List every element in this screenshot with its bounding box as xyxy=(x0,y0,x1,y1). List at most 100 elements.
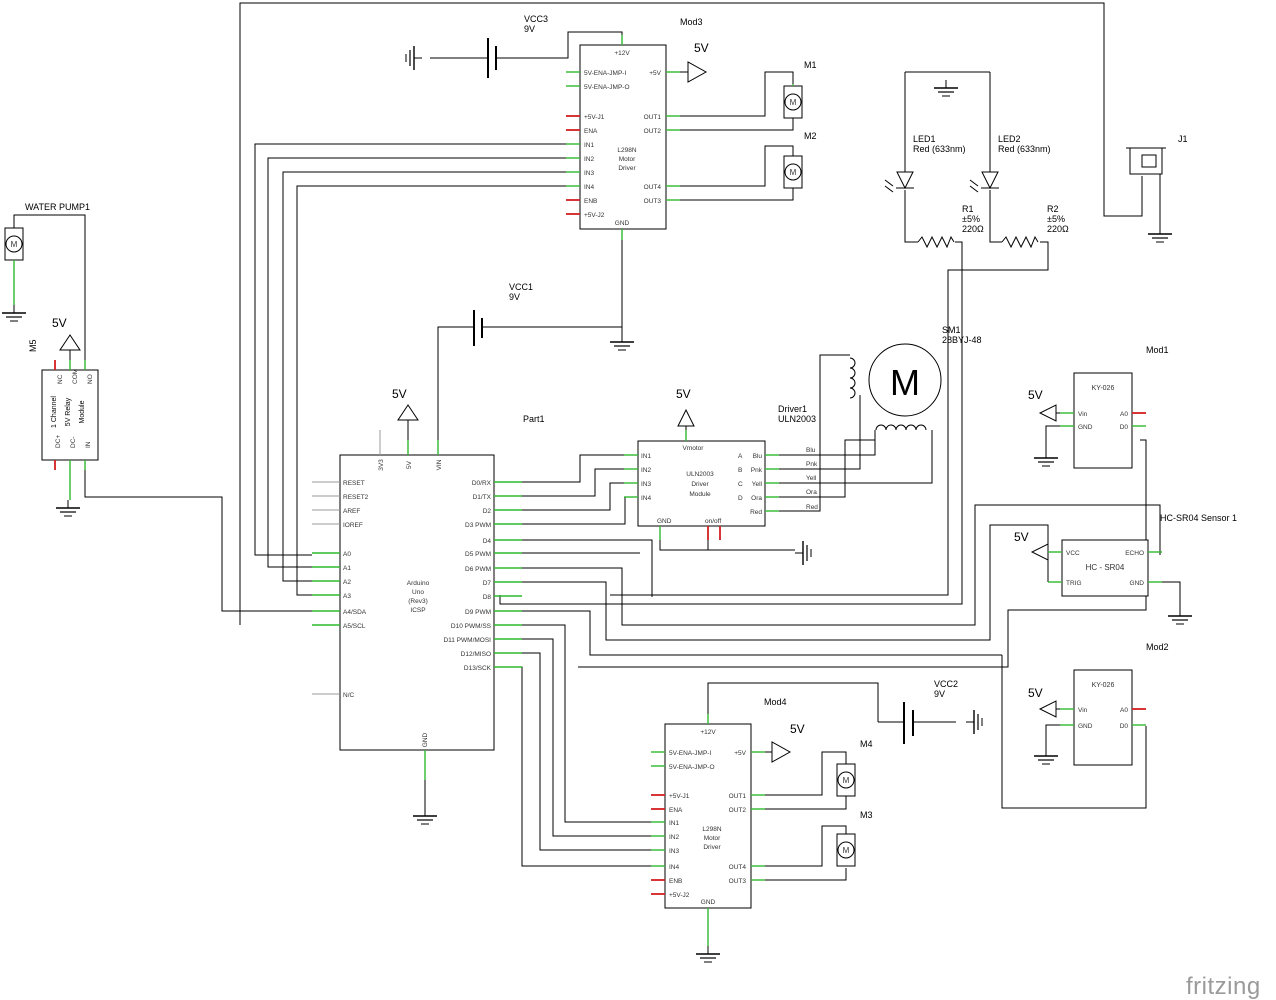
pin-label: OUT3 xyxy=(644,198,662,205)
pin-label: IN1 xyxy=(669,820,680,827)
r1-value: 220Ω xyxy=(962,224,984,234)
pin-label: +12V xyxy=(614,50,630,57)
hcsr04-label: HC-SR04 Sensor 1 xyxy=(1160,513,1237,523)
battery-vcc1 xyxy=(460,310,510,346)
resistors xyxy=(917,236,1039,248)
five-v-label: 5V xyxy=(1028,686,1043,700)
sm1-model: 28BYJ-48 xyxy=(942,335,982,345)
pin-label: Vin xyxy=(1078,411,1088,418)
wire-label: Red xyxy=(806,504,818,511)
pin-label: 5V-ENA-JMP-O xyxy=(584,84,630,91)
pin-label: D1/TX xyxy=(473,494,492,501)
l298n-mod4: +12V GND 5V-ENA-JMP-I 5V-ENA-JMP-O +5V-J… xyxy=(651,714,765,946)
pin-label: ENA xyxy=(584,128,598,135)
pin-label: Ora xyxy=(751,495,762,502)
pin-label: GND xyxy=(1130,580,1145,587)
r1-tolerance: ±5% xyxy=(962,214,980,224)
sm1-label: SM1 xyxy=(942,325,961,335)
pin-label: COM xyxy=(72,369,79,384)
j1-connector xyxy=(1126,147,1166,226)
pin-label: D13/SCK xyxy=(464,665,492,672)
pin-label: A0 xyxy=(343,551,351,558)
pin-label: GND xyxy=(1078,424,1093,431)
pin-label: IN4 xyxy=(641,495,652,502)
wires xyxy=(13,2,1181,881)
wire-label: Blu xyxy=(806,447,816,454)
wire-label: Yell xyxy=(806,475,817,482)
pin-label: DC+ xyxy=(55,435,62,448)
pin-label: NC xyxy=(57,374,64,384)
pin-label: ENB xyxy=(584,198,597,205)
pin-label: A5/SCL xyxy=(343,623,366,630)
pin-label: A0 xyxy=(1120,411,1128,418)
pin-letter: C xyxy=(738,481,743,488)
pin-label: on/off xyxy=(705,518,721,525)
r2-label: R2 xyxy=(1047,204,1059,214)
five-v-label: 5V xyxy=(1014,530,1029,544)
j1-label: J1 xyxy=(1178,134,1188,144)
m2-label: M2 xyxy=(804,131,817,141)
pin-label: D12/MISO xyxy=(461,651,491,658)
m5-label: M5 xyxy=(28,339,38,352)
pin-label: VIN xyxy=(436,459,443,470)
pin-label: +5V-J1 xyxy=(669,793,690,800)
pin-label: IN2 xyxy=(641,467,652,474)
leds xyxy=(884,171,999,193)
pin-label: NO xyxy=(87,374,94,384)
pin-label: Vin xyxy=(1078,707,1088,714)
pin-label: D6 PWM xyxy=(465,566,491,573)
pin-label: IOREF xyxy=(343,522,363,529)
chip-title: (Rev3) xyxy=(408,598,428,605)
pin-label: OUT2 xyxy=(644,128,662,135)
pin-label: Pnk xyxy=(751,467,763,474)
chip-title: Arduino xyxy=(407,580,430,587)
led1-label: LED1 xyxy=(913,134,936,144)
pin-label: OUT3 xyxy=(729,878,747,885)
component-labels: Mod3 VCC3 9V 5V M1 M2 LED1 Red (633nm) L… xyxy=(25,14,1237,820)
pin-label: IN3 xyxy=(584,170,595,177)
chip-title: ULN2003 xyxy=(686,471,714,478)
pin-label: ECHO xyxy=(1125,550,1144,557)
chip-title: Module xyxy=(79,400,86,423)
mod2-label: Mod2 xyxy=(1146,642,1169,652)
dc-motors xyxy=(4,84,856,867)
five-v-label: 5V xyxy=(52,316,67,330)
pin-label: A0 xyxy=(1120,707,1128,714)
pin-label: Yell xyxy=(752,481,763,488)
pin-label: TRIG xyxy=(1066,580,1082,587)
pin-label: IN4 xyxy=(584,184,595,191)
pin-label: A4/SDA xyxy=(343,609,367,616)
pin-label: D0 xyxy=(1120,723,1129,730)
pin-label: IN2 xyxy=(669,834,680,841)
part1-label: Part1 xyxy=(523,414,545,424)
pin-label: GND xyxy=(701,899,716,906)
wire-label: Ora xyxy=(806,489,817,496)
pin-label: 5V-ENA-JMP-I xyxy=(669,750,711,757)
vcc3-voltage: 9V xyxy=(524,24,535,34)
led1-color: Red (633nm) xyxy=(913,144,966,154)
vcc1-voltage: 9V xyxy=(509,292,520,302)
hcsr04-sensor: VCC TRIG ECHO GND HC - SR04 xyxy=(1048,539,1162,597)
pin-label: OUT1 xyxy=(644,114,662,121)
m4-label: M4 xyxy=(860,739,873,749)
pin-label: IN2 xyxy=(584,156,595,163)
pin-label: +5V xyxy=(649,70,661,77)
pin-label: D11 PWM/MOSI xyxy=(443,637,491,644)
battery-vcc3 xyxy=(430,38,520,78)
five-v-label: 5V xyxy=(694,41,709,55)
pin-label: ENA xyxy=(669,807,683,814)
chip-title: HC - SR04 xyxy=(1086,563,1125,572)
pin-label: IN1 xyxy=(641,453,652,460)
pin-label: GND xyxy=(1078,723,1093,730)
chip-title: 5V Relay xyxy=(65,397,72,426)
vcc2-label: VCC2 xyxy=(934,679,958,689)
five-v-label: 5V xyxy=(392,387,407,401)
pin-label: ENB xyxy=(669,878,682,885)
pin-label: +5V xyxy=(734,750,746,757)
relay-module: NC COM NO DC+ DC- IN 1 Channel 5V Relay … xyxy=(41,360,99,500)
pin-label: D7 xyxy=(483,580,492,587)
motor-letter: M xyxy=(843,776,850,785)
pin-label: OUT2 xyxy=(729,807,747,814)
ky026-mod2: Vin GND A0 D0 KY-026 xyxy=(1060,669,1146,766)
